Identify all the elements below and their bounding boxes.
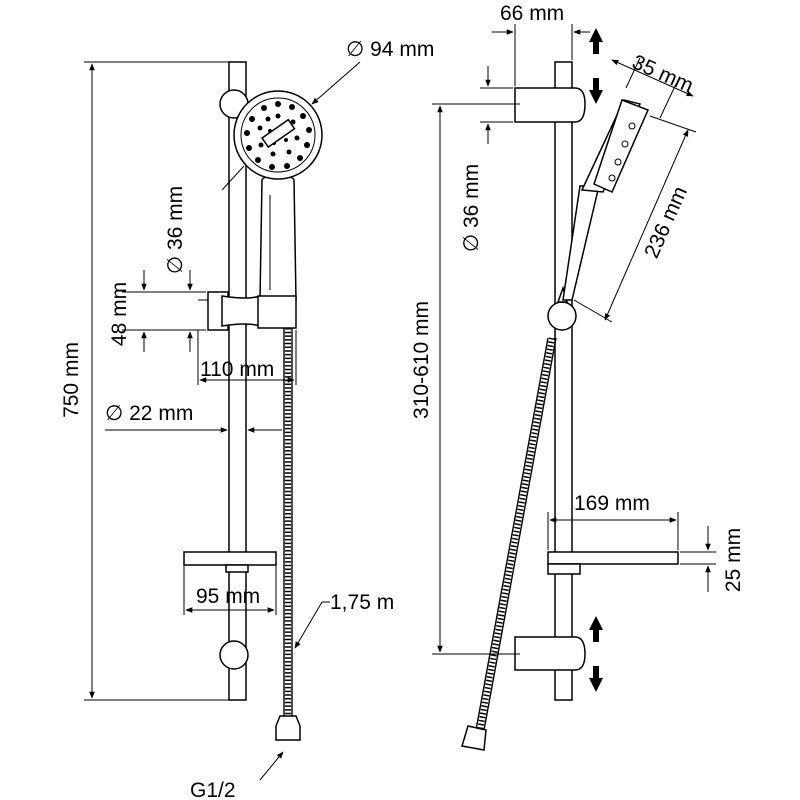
head-diameter-label: ∅ 94 mm bbox=[346, 38, 434, 61]
front-hose-connector bbox=[275, 715, 301, 741]
side-handset bbox=[562, 99, 650, 301]
up-down-arrow-icon bbox=[589, 616, 603, 692]
side-view: 66 mm ∅ 36 mm 310-610 mm 35 mm 236 mm 16… bbox=[410, 2, 745, 751]
side-top-bracket bbox=[514, 87, 586, 123]
handset-depth-label: 35 mm bbox=[629, 51, 697, 98]
shelf-height-label: 25 mm bbox=[722, 528, 745, 592]
front-shower-head bbox=[233, 90, 323, 180]
front-bottom-bracket bbox=[219, 640, 249, 670]
rail-projection-label: 110 mm bbox=[200, 358, 274, 381]
hose-length-label: 1,75 m bbox=[330, 591, 394, 614]
shelf-depth-front-label: 95 mm bbox=[196, 585, 260, 608]
front-handset-handle bbox=[259, 175, 297, 301]
up-down-arrow-icon bbox=[589, 28, 603, 104]
total-height-label: 750 mm bbox=[60, 342, 83, 418]
front-holder bbox=[198, 291, 297, 331]
adjustment-range-label: 310-610 mm bbox=[410, 301, 433, 419]
side-bottom-bracket bbox=[514, 636, 586, 671]
side-rail bbox=[554, 61, 573, 701]
front-hose bbox=[283, 328, 293, 716]
side-holder-diameter-label: ∅ 36 mm bbox=[460, 164, 483, 252]
rail-diameter-label: ∅ 22 mm bbox=[105, 402, 193, 425]
front-view: 750 mm 48 mm ∅ 36 mm 110 mm ∅ 22 mm 95 m… bbox=[60, 38, 434, 800]
shelf-depth-side-label: 169 mm bbox=[574, 492, 650, 515]
connection-label: G1/2 bbox=[190, 779, 236, 800]
side-hose bbox=[475, 337, 557, 731]
side-hose-connector bbox=[461, 725, 487, 751]
side-soap-shelf bbox=[547, 551, 679, 575]
side-holder-knob bbox=[547, 301, 577, 331]
holder-height-label: 48 mm bbox=[108, 282, 131, 346]
bracket-depth-label: 66 mm bbox=[500, 2, 564, 25]
holder-diameter-label: ∅ 36 mm bbox=[164, 186, 187, 274]
front-soap-shelf bbox=[183, 551, 277, 573]
